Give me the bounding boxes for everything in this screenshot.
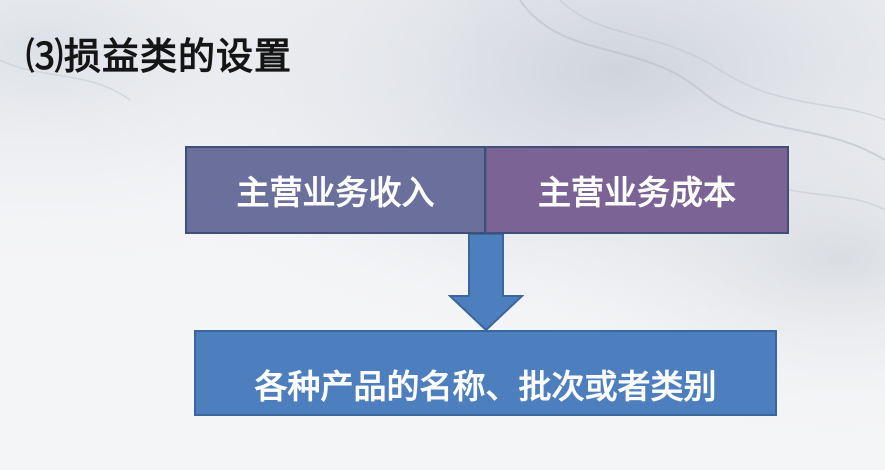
main-business-revenue-box: 主营业务收入 — [185, 146, 486, 234]
down-arrow — [448, 234, 524, 332]
product-category-label: 各种产品的名称、批次或者类别 — [254, 367, 717, 406]
product-category-box: 各种产品的名称、批次或者类别 — [194, 330, 777, 416]
slide-title: ⑶损益类的设置 — [26, 35, 292, 78]
main-business-revenue-label: 主营业务收入 — [236, 173, 435, 212]
main-business-cost-box: 主营业务成本 — [486, 146, 789, 234]
main-business-cost-label: 主营业务成本 — [538, 173, 736, 212]
